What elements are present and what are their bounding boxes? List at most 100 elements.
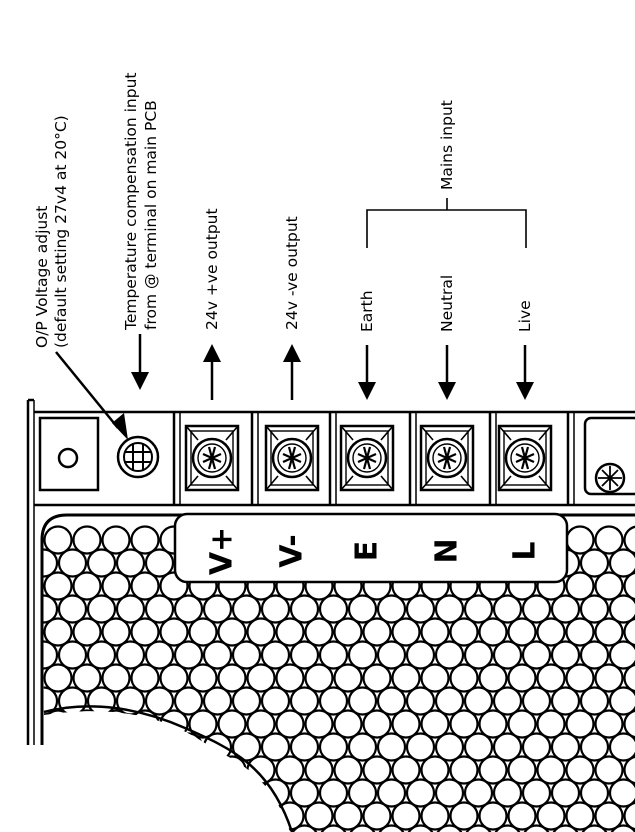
vent-hole: [246, 617, 276, 647]
vent-hole: [289, 594, 320, 624]
vent-hole: [594, 755, 624, 785]
vent-hole: [463, 732, 494, 762]
vent-hole: [391, 755, 421, 785]
vent-hole: [550, 824, 581, 832]
vent-hole: [275, 755, 305, 785]
vent-hole: [318, 824, 349, 832]
vent-hole: [565, 571, 595, 601]
vent-hole: [565, 755, 595, 785]
vent-hole: [579, 778, 610, 808]
vent-hole: [521, 824, 552, 832]
vent-hole: [318, 686, 349, 716]
vent-hole: [623, 801, 635, 831]
vent-hole: [86, 732, 117, 762]
vent-hole: [550, 594, 581, 624]
vent-hole: [72, 617, 102, 647]
vent-hole: [217, 709, 247, 739]
vent-hole: [449, 709, 479, 739]
label-temp-comp-line2: from @ terminal on main PCB: [142, 100, 160, 330]
vent-hole: [275, 617, 305, 647]
vent-hole: [463, 778, 494, 808]
vent-hole: [623, 663, 635, 693]
vent-hole: [289, 732, 320, 762]
vent-hole: [463, 824, 494, 832]
vent-hole: [391, 663, 421, 693]
vent-hole: [608, 686, 635, 716]
vent-hole: [173, 778, 204, 808]
vent-hole: [115, 732, 146, 762]
vent-hole: [101, 571, 131, 601]
vent-hole: [333, 663, 363, 693]
vent-hole: [333, 617, 363, 647]
mains-input-bracket: [366, 198, 527, 248]
vent-hole: [130, 571, 160, 601]
vent-hole: [246, 663, 276, 693]
vent-hole: [202, 824, 233, 832]
arrow-voltage-adjust: [112, 413, 128, 440]
vent-hole: [550, 640, 581, 670]
vent-hole: [304, 801, 334, 831]
vent-hole: [507, 755, 537, 785]
vent-hole: [231, 778, 262, 808]
vent-hole: [159, 663, 189, 693]
vent-hole: [173, 824, 204, 832]
vent-hole: [623, 709, 635, 739]
vent-hole: [260, 686, 291, 716]
case-screw: [594, 462, 626, 494]
vent-hole: [260, 594, 291, 624]
vent-hole: [521, 640, 552, 670]
vent-hole: [42, 778, 59, 808]
vent-hole: [362, 709, 392, 739]
vent-hole: [449, 801, 479, 831]
vent-hole: [144, 732, 175, 762]
vent-hole: [57, 548, 88, 578]
terminal-separator: [172, 412, 181, 505]
vent-hole: [101, 663, 131, 693]
vent-hole: [304, 663, 334, 693]
vent-hole: [579, 594, 610, 624]
vent-hole: [434, 686, 465, 716]
terminal-letter-v-plus: V+: [205, 527, 240, 575]
vent-hole: [188, 663, 218, 693]
vent-hole: [289, 778, 320, 808]
vent-hole: [565, 617, 595, 647]
vent-hole: [72, 571, 102, 601]
label-pos-output: 24v +ve output: [203, 208, 221, 330]
vent-hole: [202, 594, 233, 624]
vent-hole: [260, 824, 291, 832]
vent-hole: [42, 755, 44, 785]
vent-hole: [173, 732, 204, 762]
label-mains-input: Mains input: [438, 100, 456, 190]
vent-hole: [57, 824, 88, 832]
vent-hole: [42, 824, 59, 832]
vent-hole: [376, 594, 407, 624]
vent-hole: [275, 663, 305, 693]
vent-hole: [347, 778, 378, 808]
vent-hole: [144, 594, 175, 624]
vent-hole: [420, 617, 450, 647]
vent-hole: [478, 663, 508, 693]
vent-hole: [57, 778, 88, 808]
vent-hole: [43, 617, 73, 647]
vent-hole: [130, 525, 160, 555]
vent-hole: [347, 594, 378, 624]
vent-hole: [144, 548, 175, 578]
vent-hole: [434, 824, 465, 832]
vent-hole: [217, 663, 247, 693]
vent-hole: [579, 732, 610, 762]
vent-hole: [144, 824, 175, 832]
vent-hole: [623, 755, 635, 785]
vent-hole: [405, 824, 436, 832]
terminal-screws: [184, 424, 553, 492]
vent-hole: [391, 617, 421, 647]
vent-hole: [594, 617, 624, 647]
vent-hole: [434, 732, 465, 762]
vent-hole: [608, 640, 635, 670]
vent-hole: [86, 824, 117, 832]
terminal-separator: [408, 412, 417, 505]
vent-hole: [521, 778, 552, 808]
vent-hole: [260, 640, 291, 670]
vent-hole: [231, 824, 262, 832]
vent-hole: [579, 548, 610, 578]
vent-hole: [594, 525, 624, 555]
